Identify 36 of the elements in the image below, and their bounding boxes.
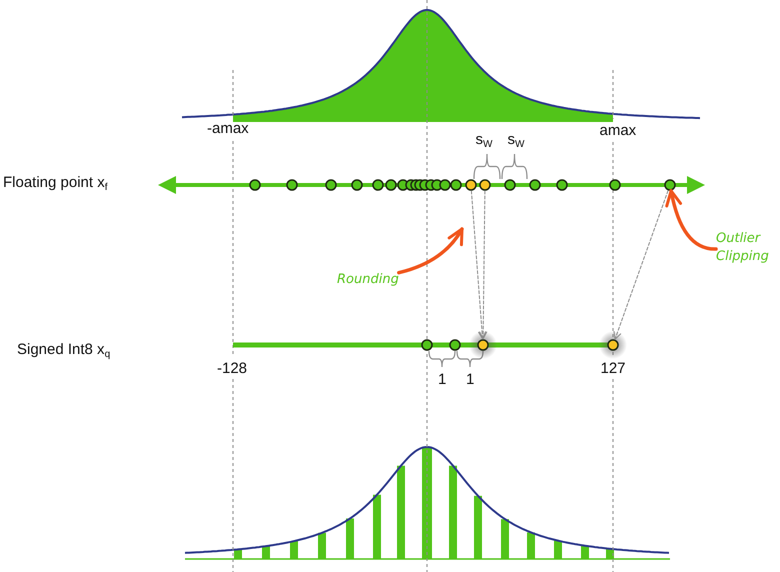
data-point bbox=[325, 179, 337, 191]
data-point bbox=[286, 179, 298, 191]
data-point bbox=[421, 339, 433, 351]
curved-arrow bbox=[397, 227, 464, 274]
data-point bbox=[351, 179, 363, 191]
data-point bbox=[529, 179, 541, 191]
data-point bbox=[609, 179, 621, 191]
tick-label: -128 bbox=[217, 360, 248, 377]
step-label: s$_{W}$ bbox=[508, 131, 524, 148]
data-point bbox=[439, 179, 451, 191]
dashed-arrow bbox=[614, 190, 668, 340]
axis-end-label: amax bbox=[600, 122, 636, 139]
dashed-arrow bbox=[470, 190, 486, 340]
curved-arrow bbox=[666, 189, 718, 251]
data-point bbox=[556, 179, 568, 191]
step-label: 1 bbox=[438, 371, 446, 388]
axis-label: Signed Int8 x$_{q}$ bbox=[17, 341, 110, 358]
dashed-arrow bbox=[479, 190, 488, 340]
step-label: 1 bbox=[466, 371, 474, 388]
data-point bbox=[385, 179, 397, 191]
step-label: s$_{W}$ bbox=[476, 131, 492, 148]
data-point bbox=[504, 179, 516, 191]
axis-end-label: -amax bbox=[207, 120, 249, 137]
annotation-text: Outlier Clipping bbox=[716, 230, 780, 266]
data-point bbox=[664, 179, 676, 191]
axis-label: Floating point x$_{f}$ bbox=[3, 174, 108, 191]
data-point bbox=[479, 179, 491, 191]
data-point bbox=[449, 339, 461, 351]
data-point bbox=[465, 179, 477, 191]
data-point bbox=[450, 179, 462, 191]
tick-label: 127 bbox=[600, 360, 626, 377]
data-point bbox=[372, 179, 384, 191]
annotation-text: Rounding bbox=[337, 271, 399, 289]
highlighted-point bbox=[599, 331, 627, 359]
highlighted-point bbox=[469, 331, 497, 359]
data-point bbox=[249, 179, 261, 191]
